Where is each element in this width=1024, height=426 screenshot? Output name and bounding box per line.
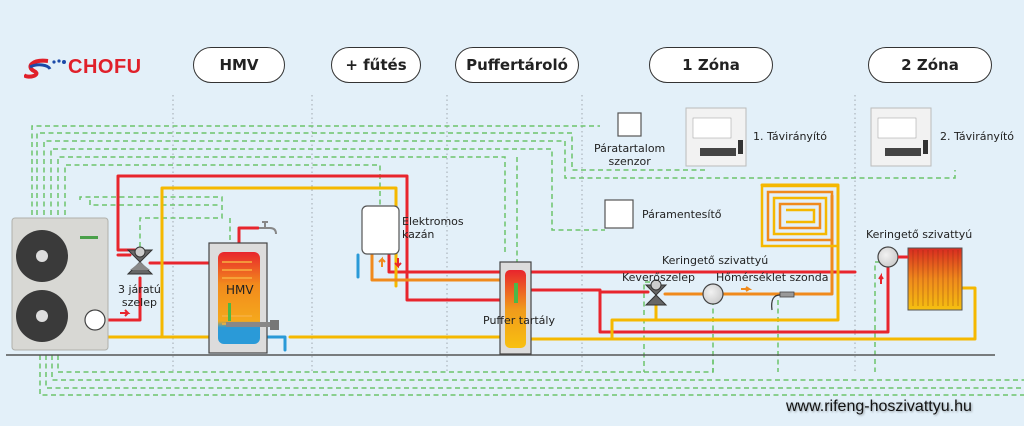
remote-1-label: 1. Távirányító <box>753 130 828 143</box>
section-zone-1: 1 Zóna <box>649 47 773 83</box>
pump-icon <box>84 309 106 331</box>
arrow-down-icon <box>394 258 402 269</box>
arrow-up-icon <box>378 256 386 267</box>
radiator <box>907 247 963 311</box>
buffer-tank <box>499 261 532 355</box>
electric-boiler <box>361 205 400 255</box>
flow-arrow-icon <box>741 286 753 292</box>
floor-heating-coil <box>760 184 840 248</box>
three-way-valve-label: 3 járatú szelep <box>118 283 161 309</box>
hmv-tank <box>208 221 279 354</box>
dehumidifier-label: Páramentesítő <box>642 208 722 221</box>
flow-arrow-icon <box>120 309 131 317</box>
dehumidifier-box <box>604 199 634 229</box>
three-way-valve-icon <box>126 246 154 275</box>
chofu-swoosh-icon <box>24 58 66 79</box>
remote-controller-1 <box>685 107 747 167</box>
circ-pump-zone2-label: Keringető szivattyú <box>866 228 973 241</box>
temp-probe-label: Hőmérséklet szonda <box>716 271 829 284</box>
website-url[interactable]: www.rifeng-hoszivattyu.hu <box>786 398 972 415</box>
label-line: 3 járatú <box>118 283 161 296</box>
section-zone-2: 2 Zóna <box>868 47 992 83</box>
remote-controller-2 <box>870 107 932 167</box>
heat-pump-unit <box>11 217 131 351</box>
brand-name: CHOFU <box>68 56 142 78</box>
section-heating: + fűtés <box>331 47 421 83</box>
humidity-sensor-box <box>617 112 642 137</box>
label-line: szelep <box>121 296 157 309</box>
electric-boiler-label: Elektromos kazán <box>402 215 464 241</box>
hmv-tank-label: HMV <box>226 283 254 297</box>
humidity-sensor-label: Páratartalom szenzor <box>594 142 665 168</box>
mixing-valve-label: Keverőszelep <box>622 271 696 284</box>
remote-2-label: 2. Távirányító <box>940 130 1015 143</box>
faucet-icon <box>259 221 277 235</box>
arrow-up-icon <box>878 272 884 284</box>
section-buffer: Puffertároló <box>455 47 579 83</box>
buffer-tank-label: Puffer tartály <box>483 314 555 327</box>
circulation-pump-zone2-icon <box>877 246 899 268</box>
label-line: szenzor <box>608 155 651 168</box>
circ-pump-zone1-label: Keringető szivattyú <box>662 254 769 267</box>
circulation-pump-zone1-icon <box>702 283 724 305</box>
label-line: Páratartalom <box>594 142 666 155</box>
label-line: kazán <box>402 228 435 241</box>
mixing-valve-icon <box>644 279 668 306</box>
section-hmv: HMV <box>193 47 285 83</box>
label-line: Elektromos <box>402 215 464 228</box>
brand-logo: CHOFU <box>24 56 142 79</box>
temperature-probe-icon <box>779 291 795 298</box>
